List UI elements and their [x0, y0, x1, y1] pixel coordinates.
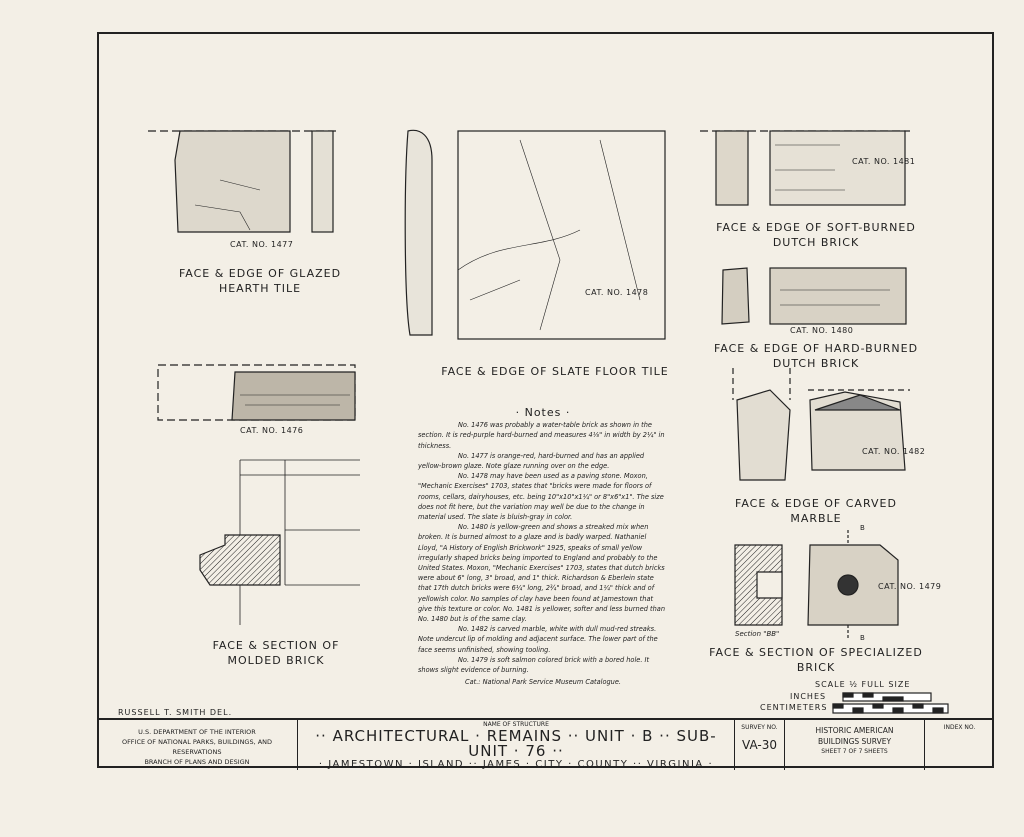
cat-label-1476: Cat. No. 1476: [240, 426, 304, 435]
structure-name-block: Name of Structure ·· Architectural · Rem…: [298, 720, 735, 770]
agency-line: U.S. Department of the Interior: [138, 728, 256, 736]
survey-label: Survey No.: [741, 724, 778, 731]
agency-block: U.S. Department of the Interior Office o…: [97, 720, 298, 770]
delineator: Russell T. Smith Del.: [118, 708, 233, 717]
habs-line: Historic American: [815, 726, 894, 735]
title-line: Dutch Brick: [772, 357, 860, 370]
cat-label-1478: Cat. No. 1478: [585, 288, 649, 297]
molded-brick-drawing: [157, 364, 360, 625]
specialized-brick-drawing: [734, 530, 899, 640]
title-line: Brick: [796, 661, 836, 674]
title-line: Marble: [790, 512, 842, 525]
sheet-number: Sheet 7 of 7 Sheets: [821, 748, 888, 755]
soft-brick-title: Face & Edge of Soft-BurnedDutch Brick: [706, 220, 926, 250]
section-mark-top: B: [860, 524, 865, 532]
drawing-border: [97, 32, 994, 768]
habs-line: Buildings Survey: [817, 737, 892, 746]
scale-inches-label: Inches: [790, 692, 827, 701]
structure-name: ·· Architectural · Remains ·· Unit · B ·…: [315, 727, 717, 760]
scale-bar: [832, 692, 949, 714]
cat-label-1480: Cat. No. 1480: [790, 326, 854, 335]
title-line: Dutch Brick: [772, 236, 860, 249]
carved-marble-title: Face & Edge of CarvedMarble: [706, 496, 926, 526]
section-bb-label: Section "BB": [735, 630, 780, 638]
note-paragraph: No. 1478 may have been used as a paving …: [418, 472, 664, 522]
note-paragraph: No. 1482 is carved marble, white with du…: [418, 625, 658, 654]
molded-brick-title: Face & Section of Molded Brick: [176, 638, 376, 668]
habs-block: Historic American Buildings Survey Sheet…: [785, 720, 925, 770]
survey-number: VA-30: [742, 738, 777, 752]
hard-brick-drawing: [721, 267, 907, 325]
slate-tile-title: Face & Edge of Slate Floor Tile: [441, 365, 669, 378]
title-line: Face & Section of Specialized: [709, 646, 923, 659]
scale-title: Scale ½ Full Size: [815, 680, 911, 689]
glazed-tile-drawing: [148, 130, 340, 233]
cat-label-1479: Cat. No. 1479: [878, 582, 942, 591]
title-line: Face & Edge of Soft-Burned: [716, 221, 916, 234]
glazed-tile-title: Face & Edge of GlazedHearth Tile: [160, 266, 360, 296]
notes-citation: Cat.: National Park Service Museum Catal…: [464, 678, 622, 687]
title-block: U.S. Department of the Interior Office o…: [97, 718, 994, 770]
cat-label-1482: Cat. No. 1482: [862, 447, 926, 456]
name-label: Name of Structure: [483, 721, 549, 728]
cat-label-1481: Cat. No. 1481: [852, 157, 916, 166]
title-line: Hearth Tile: [218, 282, 302, 295]
title-line: Face & Section of: [212, 639, 340, 652]
slate-tile-drawing: [404, 129, 666, 340]
title-line: Face & Edge of Glazed: [178, 267, 342, 280]
agency-line: Office of National Parks, Buildings, and…: [121, 738, 273, 756]
note-paragraph: No. 1476 was probably a water-table bric…: [418, 421, 665, 450]
cat-label-1477: Cat. No. 1477: [230, 240, 294, 249]
hard-brick-title: Face & Edge of Hard-BurnedDutch Brick: [706, 341, 926, 371]
scale-cm-label: Centimeters: [760, 703, 828, 712]
carved-marble-drawing: [732, 368, 910, 481]
note-paragraph: No. 1480 is yellow-green and shows a str…: [418, 523, 666, 624]
title-line: Face & Edge of Hard-Burned: [713, 342, 919, 355]
section-mark-bottom: B: [860, 634, 865, 642]
notes-heading: · Notes ·: [515, 406, 571, 419]
note-paragraph: No. 1479 is soft salmon colored brick wi…: [418, 655, 650, 675]
notes-block: · Notes · No. 1476 was probably a water-…: [418, 406, 668, 687]
note-paragraph: No. 1477 is orange-red, hard-burned and …: [418, 451, 645, 471]
title-line: Face & Edge of Carved: [735, 497, 897, 510]
index-block: Index No.: [925, 720, 994, 770]
index-label: Index No.: [943, 724, 976, 731]
soft-brick-drawing: [700, 130, 910, 206]
specialized-brick-title: Face & Section of SpecializedBrick: [696, 645, 936, 675]
survey-no-block: Survey No. VA-30: [735, 720, 785, 770]
structure-location: · Jamestown · Island ·· James · City · C…: [318, 759, 714, 770]
agency-line: Branch of Plans and Design: [144, 758, 250, 766]
title-line: Molded Brick: [227, 654, 325, 667]
